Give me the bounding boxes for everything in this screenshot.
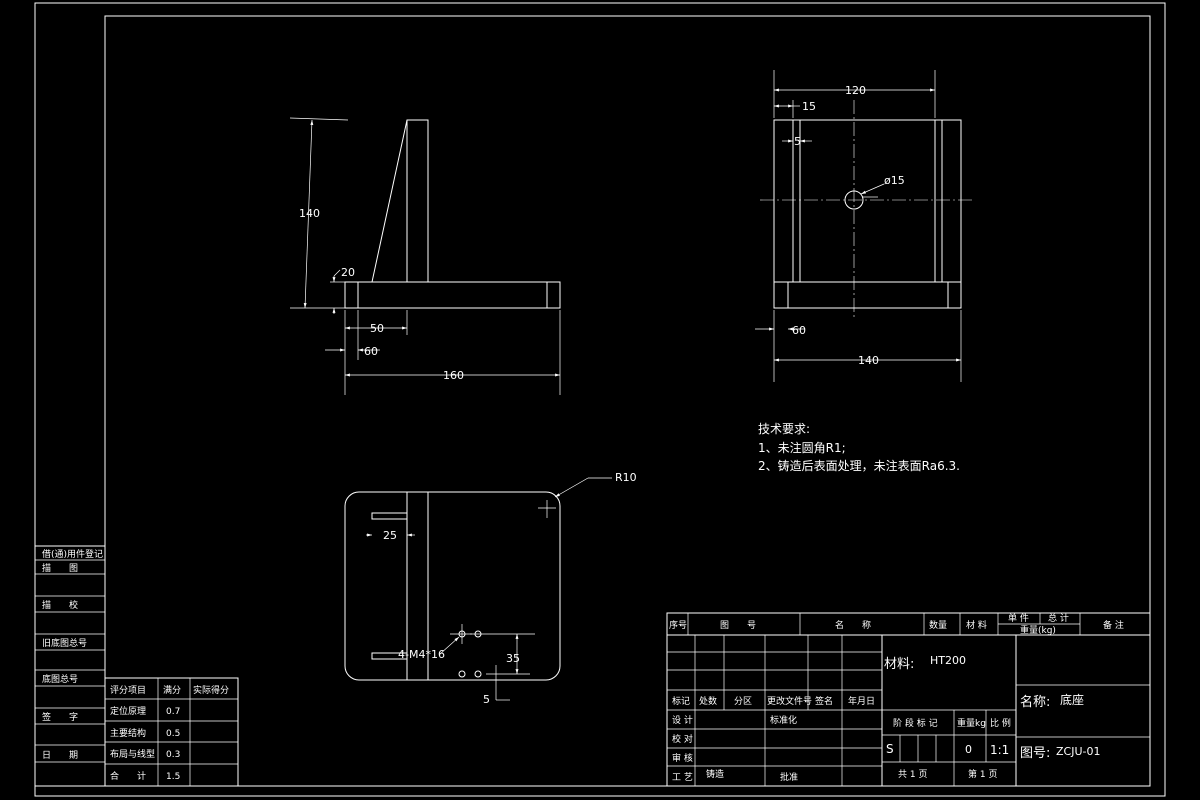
score-row-1-full: 0.7 xyxy=(166,707,180,717)
col-weight: 重量(kg) xyxy=(1020,624,1056,636)
col-remark: 备 注 xyxy=(1103,619,1124,631)
col-seq: 序号 xyxy=(669,619,687,631)
page-no: 第 1 页 xyxy=(968,768,997,780)
stamp-row-1: 借(通)用件登记 xyxy=(42,548,103,560)
total-pages: 共 1 页 xyxy=(898,769,927,780)
label-process: 工 艺 xyxy=(672,772,693,783)
col-drawing-no: 图 号 xyxy=(720,620,756,631)
rev-sign: 签名 xyxy=(815,695,833,707)
col-name: 名 称 xyxy=(835,619,871,631)
title-block: 序号 图 号 名 称 数量 材 料 单 件 总 计 重量(kg) 备 注 标记 … xyxy=(666,612,1151,787)
name-label: 名称: xyxy=(1020,694,1050,710)
top-view: R10 25 4-M4*16 35 5 xyxy=(344,471,637,706)
col-material: 材 料 xyxy=(966,619,987,631)
rev-count: 处数 xyxy=(699,695,717,707)
stamp-row-3: 描 校 xyxy=(42,599,78,611)
rev-mark: 标记 xyxy=(672,695,690,707)
dim-front-width: 160 xyxy=(443,369,464,382)
score-row-3-full: 0.3 xyxy=(166,750,180,760)
label-casting: 铸造 xyxy=(706,768,724,780)
tech-item-1: 1、未注圆角R1; xyxy=(758,440,846,455)
label-approve: 批准 xyxy=(780,771,798,783)
stamp-row-5: 底图总号 xyxy=(42,673,78,685)
material-value: HT200 xyxy=(930,654,966,667)
label-stage: 阶 段 标 记 xyxy=(893,717,938,729)
name-value: 底座 xyxy=(1060,692,1084,707)
score-header-actual: 实际得分 xyxy=(193,684,229,696)
dim-front-rib: 50 xyxy=(370,322,384,335)
score-header-item: 评分项目 xyxy=(110,685,146,696)
score-row-2-full: 0.5 xyxy=(166,729,180,739)
col-qty: 数量 xyxy=(929,619,947,631)
stamp-row-6: 签 字 xyxy=(42,711,78,723)
dim-top-holes: 4-M4*16 xyxy=(398,648,445,661)
dim-front-base: 20 xyxy=(341,266,355,279)
scale-value: 1:1 xyxy=(990,743,1009,757)
score-row-1-item: 定位原理 xyxy=(110,705,146,717)
dim-side-depth: 140 xyxy=(858,354,879,367)
front-view: 140 20 50 60 160 xyxy=(289,117,561,395)
label-check: 校 对 xyxy=(672,733,693,745)
score-row-3-item: 布局与线型 xyxy=(110,748,155,760)
side-view: 120 15 5 ø15 60 140 xyxy=(755,70,975,382)
stage-value: S xyxy=(886,742,894,756)
dim-side-hole: ø15 xyxy=(884,174,905,187)
material-label: 材料: xyxy=(884,657,914,672)
drawing-borders xyxy=(34,2,1166,797)
label-standard: 标准化 xyxy=(770,714,797,726)
drawing-value: ZCJU-01 xyxy=(1056,745,1100,758)
label-review: 审 核 xyxy=(672,752,693,764)
rev-zone: 分区 xyxy=(734,696,752,707)
stamp-row-7: 日 期 xyxy=(42,750,78,761)
col-unit: 单 件 xyxy=(1008,612,1029,624)
dim-side-width: 120 xyxy=(845,84,866,97)
rev-doc: 更改文件号 xyxy=(767,695,812,707)
stamp-row-2: 描 图 xyxy=(42,562,78,574)
rev-date: 年月日 xyxy=(848,695,875,707)
dim-front-left: 60 xyxy=(364,345,378,358)
dim-top-slot: 25 xyxy=(383,529,397,542)
label-weight: 重量kg xyxy=(957,717,986,729)
stamp-row-4: 旧底图总号 xyxy=(42,637,87,649)
score-row-2-item: 主要结构 xyxy=(110,727,146,739)
dim-side-rib: 5 xyxy=(794,135,801,148)
dim-side-offset: 15 xyxy=(802,100,816,113)
left-stamp-column: 借(通)用件登记 描 图 描 校 旧底图总号 底图总号 签 字 日 期 xyxy=(34,545,106,787)
score-row-4-item: 合 计 xyxy=(110,770,146,782)
tech-title: 技术要求: xyxy=(758,422,810,436)
weight-value: 0 xyxy=(965,743,972,756)
score-table: 评分项目 满分 实际得分 定位原理 0.7 主要结构 0.5 布局与线型 0.3… xyxy=(104,677,239,787)
tech-item-2: 2、铸造后表面处理，未注表面Ra6.3. xyxy=(758,458,960,473)
score-row-4-full: 1.5 xyxy=(166,772,180,782)
dim-top-hole-y: 35 xyxy=(506,652,520,665)
col-total: 总 计 xyxy=(1048,612,1069,624)
tech-requirements: 技术要求: 1、未注圆角R1; 2、铸造后表面处理，未注表面Ra6.3. xyxy=(758,422,960,473)
dim-top-hole-x: 5 xyxy=(483,693,490,706)
label-design: 设 计 xyxy=(672,714,693,726)
dim-front-height: 140 xyxy=(299,207,320,220)
score-header-full: 满分 xyxy=(163,685,181,696)
dim-side-left: 60 xyxy=(792,324,806,337)
label-scale: 比 例 xyxy=(990,717,1011,729)
dim-top-fillet: R10 xyxy=(615,471,637,484)
drawing-label: 图号: xyxy=(1020,746,1050,761)
